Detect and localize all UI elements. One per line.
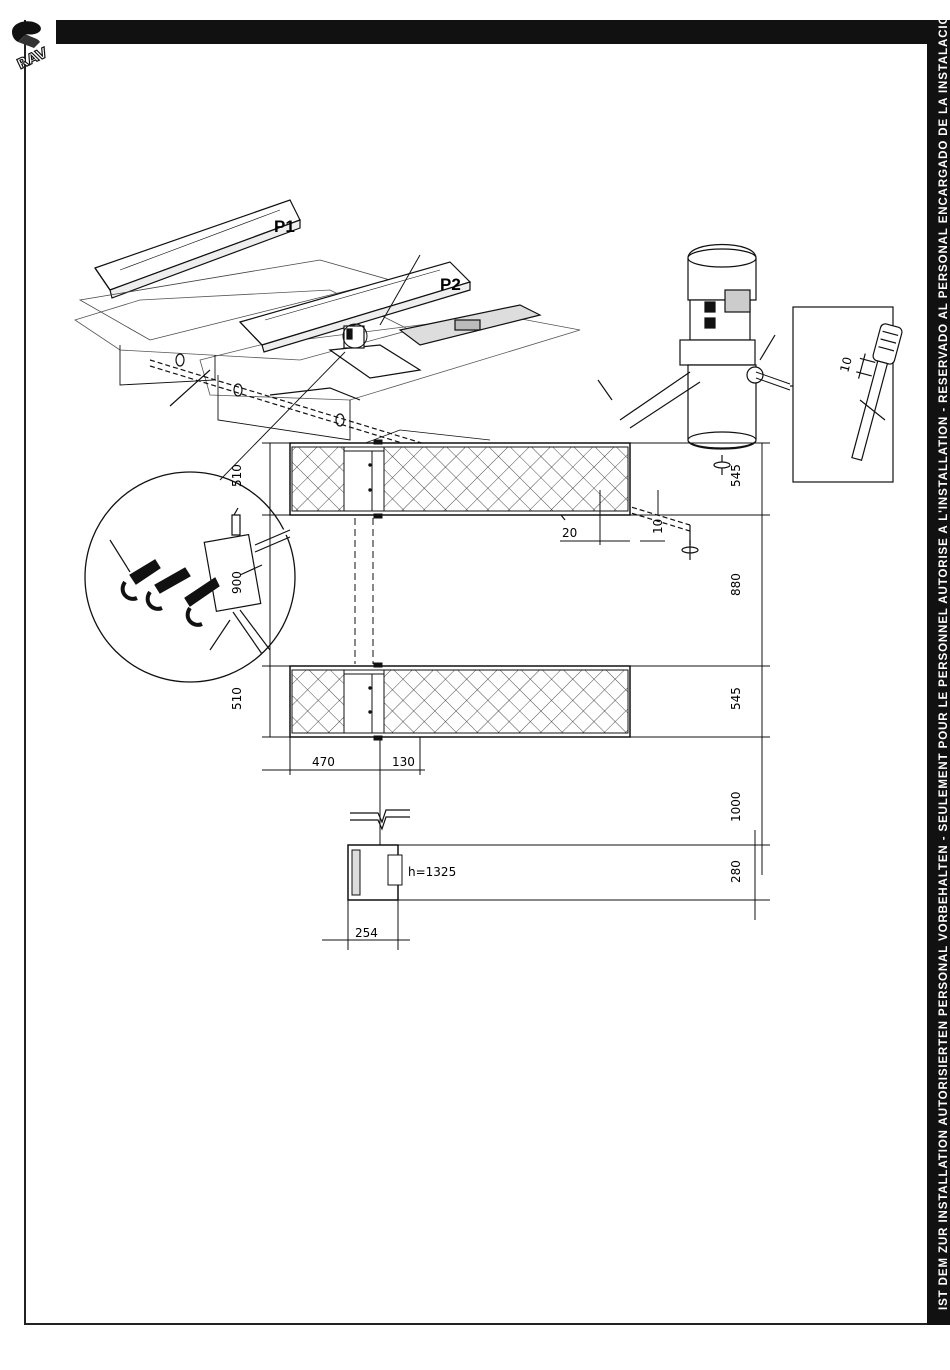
dim-right-bottom: 545: [729, 687, 743, 710]
platform-1-label: P1: [274, 217, 295, 236]
dipstick-detail: [790, 307, 903, 482]
platform-2-label: P2: [440, 275, 461, 294]
dim-left-top: 510: [230, 464, 244, 487]
dim-bottom-right: 130: [392, 755, 415, 769]
dim-unit-width: 254: [355, 926, 378, 940]
plan-view: [262, 440, 770, 950]
dim-right-top: 545: [729, 464, 743, 487]
dim-bottom-left: 470: [312, 755, 335, 769]
dim-to-unit: 1000: [729, 791, 743, 822]
dim-unit-depth: 280: [729, 860, 743, 883]
valve-detail-circle: [85, 472, 295, 682]
dim-left-bottom: 510: [230, 687, 244, 710]
dim-offset: 10: [651, 519, 665, 534]
dim-left-mid: 900: [230, 571, 244, 594]
power-unit-drawing: [598, 245, 790, 476]
dim-right-mid: 880: [729, 573, 743, 596]
unit-height-label: h=1325: [408, 865, 456, 879]
dim-gap: 20: [562, 526, 577, 540]
